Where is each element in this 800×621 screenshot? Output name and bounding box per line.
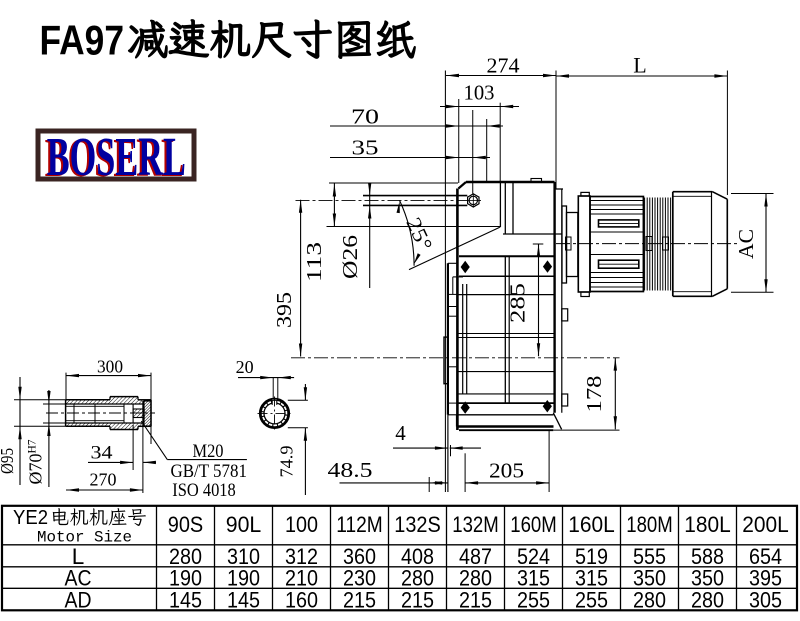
svg-text:160L: 160L — [568, 512, 615, 537]
svg-text:160: 160 — [285, 587, 318, 612]
svg-text:BOSERL: BOSERL — [47, 126, 186, 187]
svg-text:100: 100 — [285, 512, 318, 537]
svg-text:215: 215 — [401, 587, 434, 612]
svg-text:L: L — [633, 53, 646, 78]
svg-text:178: 178 — [582, 376, 606, 413]
svg-text:Ø70H7: Ø70H7 — [26, 439, 46, 484]
svg-text:274: 274 — [487, 54, 521, 78]
svg-text:132S: 132S — [394, 512, 441, 537]
svg-text:90L: 90L — [226, 512, 262, 537]
svg-text:280: 280 — [633, 587, 666, 612]
svg-text:215: 215 — [459, 587, 492, 612]
svg-text:FA97: FA97 — [40, 16, 125, 63]
svg-text:Ø26: Ø26 — [338, 235, 362, 279]
svg-text:145: 145 — [227, 587, 260, 612]
svg-text:Motor Size: Motor Size — [37, 529, 132, 547]
svg-text:395: 395 — [272, 292, 296, 328]
svg-text:ISO 4018: ISO 4018 — [172, 480, 236, 501]
svg-text:AD: AD — [65, 587, 92, 612]
svg-text:180L: 180L — [684, 512, 731, 537]
svg-text:70: 70 — [351, 105, 379, 129]
svg-text:132M: 132M — [452, 512, 499, 537]
svg-text:160M: 160M — [510, 512, 557, 537]
svg-text:M20: M20 — [193, 441, 224, 462]
svg-text:200L: 200L — [742, 512, 789, 537]
svg-text:112M: 112M — [336, 512, 383, 537]
svg-text:74.9: 74.9 — [277, 446, 297, 478]
svg-text:145: 145 — [169, 587, 202, 612]
svg-text:AC: AC — [734, 229, 758, 259]
svg-text:300: 300 — [97, 357, 123, 377]
svg-text:255: 255 — [517, 587, 550, 612]
svg-text:103: 103 — [464, 81, 495, 105]
svg-text:48.5: 48.5 — [328, 458, 373, 482]
svg-text:180M: 180M — [626, 512, 673, 537]
svg-text:Ø95: Ø95 — [0, 448, 17, 474]
svg-text:YE2: YE2 — [13, 507, 48, 529]
svg-text:34: 34 — [91, 443, 114, 464]
svg-text:20: 20 — [236, 357, 254, 377]
svg-text:90S: 90S — [168, 512, 204, 537]
svg-text:270: 270 — [90, 470, 117, 490]
svg-text:35: 35 — [352, 136, 379, 160]
svg-text:280: 280 — [691, 587, 724, 612]
svg-text:GB/T 5781: GB/T 5781 — [170, 461, 247, 482]
svg-text:205: 205 — [489, 459, 524, 483]
svg-text:305: 305 — [749, 587, 782, 612]
svg-text:255: 255 — [575, 587, 608, 612]
svg-text:113: 113 — [302, 242, 326, 282]
svg-text:285: 285 — [506, 283, 530, 323]
svg-text:4: 4 — [395, 421, 406, 445]
svg-text:215: 215 — [343, 587, 376, 612]
